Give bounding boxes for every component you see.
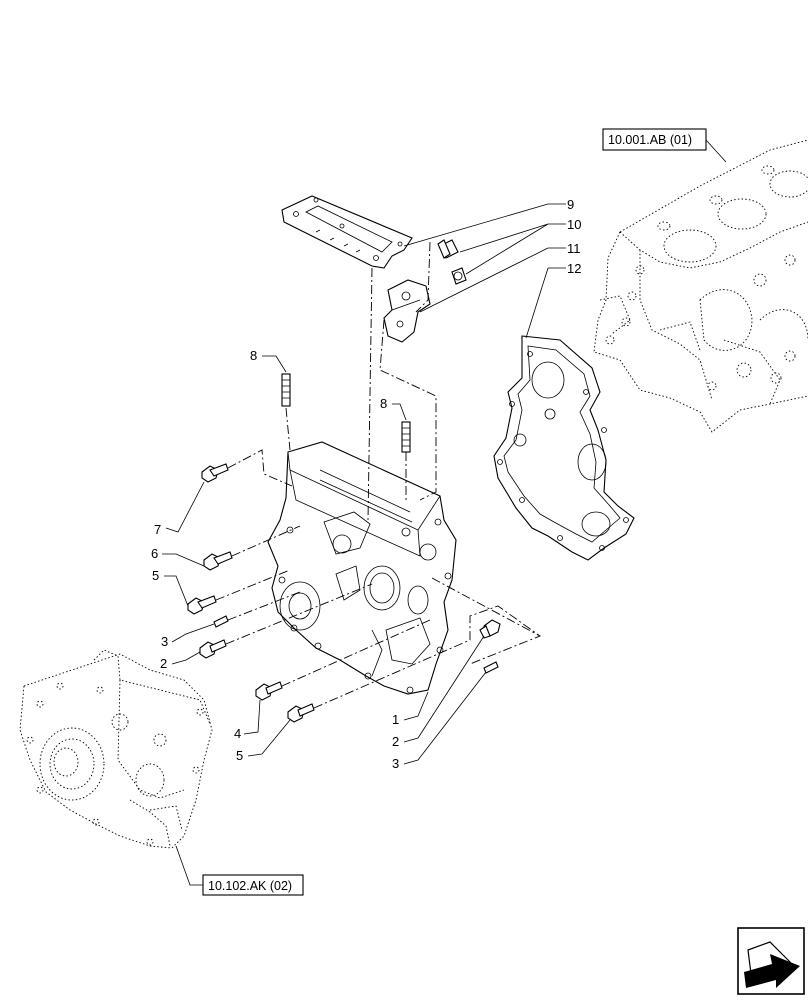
callout-5-lower: 5 bbox=[236, 748, 243, 763]
callout-10: 10 bbox=[567, 217, 581, 232]
stud-8-right bbox=[401, 421, 411, 453]
assembly-centerlines bbox=[215, 241, 541, 709]
engine-block-drawing bbox=[593, 139, 808, 433]
bolt-7 bbox=[201, 463, 229, 483]
bolt-6 bbox=[203, 551, 233, 571]
bolt-5-lower bbox=[287, 703, 315, 723]
engine-block-reference[interactable]: 10.001.AB (01) bbox=[602, 128, 707, 151]
bolt-2 bbox=[199, 639, 227, 659]
timing-cover-drawing bbox=[19, 649, 213, 849]
callout-3-right: 3 bbox=[392, 756, 399, 771]
callout-3-left: 3 bbox=[161, 634, 168, 649]
bracket-part bbox=[383, 279, 431, 343]
timing-cover-reference-label: 10.102.AK (02) bbox=[208, 879, 292, 893]
callout-9: 9 bbox=[567, 197, 574, 212]
pin-3-right bbox=[483, 661, 499, 674]
stud-8-left bbox=[281, 373, 291, 407]
callout-1: 1 bbox=[392, 712, 399, 727]
bolt-5 bbox=[187, 595, 217, 615]
callout-5-upper: 5 bbox=[152, 568, 159, 583]
bolt-11 bbox=[451, 267, 467, 285]
engine-block-reference-label: 10.001.AB (01) bbox=[608, 133, 692, 147]
timing-case-housing bbox=[267, 441, 457, 695]
callout-4: 4 bbox=[234, 726, 241, 741]
callout-7: 7 bbox=[154, 522, 161, 537]
pin-3 bbox=[213, 615, 229, 628]
bolt-2-right bbox=[479, 619, 501, 639]
gasket-12 bbox=[493, 335, 635, 561]
callout-2-left: 2 bbox=[160, 656, 167, 671]
bolt-4 bbox=[255, 681, 283, 701]
leader-lines bbox=[162, 203, 566, 765]
bolt-10 bbox=[437, 239, 459, 259]
callout-8-left: 8 bbox=[250, 348, 257, 363]
callout-labels: 9 10 11 12 8 8 7 6 5 3 2 4 5 1 2 3 bbox=[151, 197, 581, 771]
timing-cover-reference[interactable]: 10.102.AK (02) bbox=[202, 874, 304, 896]
gasket-9 bbox=[281, 195, 413, 269]
callout-6: 6 bbox=[151, 546, 158, 561]
next-page-arrow-icon[interactable] bbox=[737, 927, 805, 995]
callout-12: 12 bbox=[567, 261, 581, 276]
callout-8-right: 8 bbox=[380, 396, 387, 411]
callout-11: 11 bbox=[567, 241, 581, 256]
callout-2-right: 2 bbox=[392, 734, 399, 749]
